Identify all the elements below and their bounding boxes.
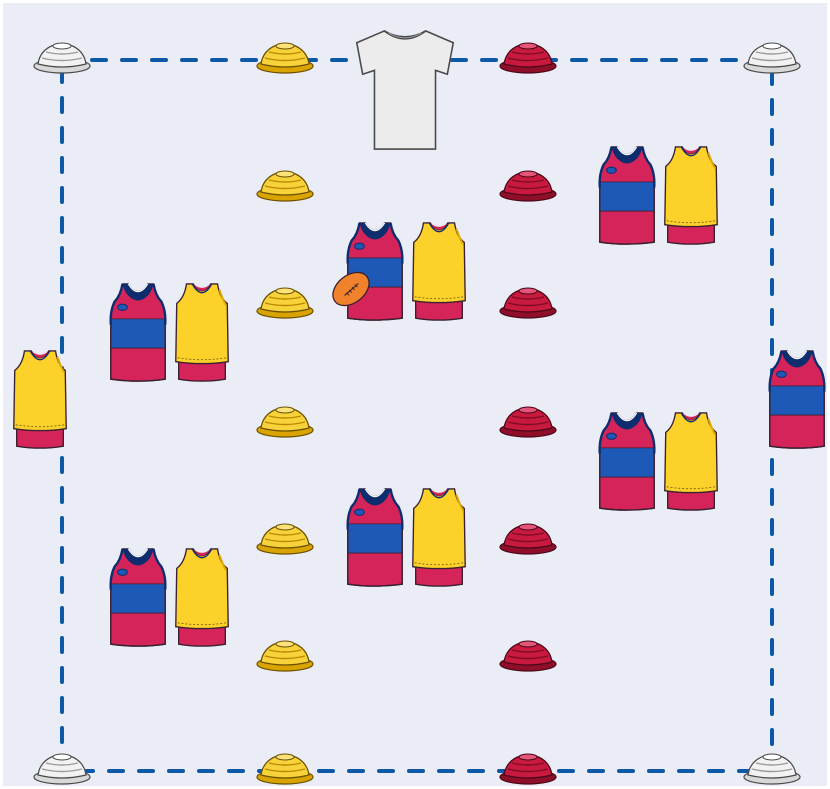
guernsey-icon xyxy=(348,223,403,320)
guernsey-icon xyxy=(111,284,166,381)
yellow-bib-icon xyxy=(413,223,465,320)
guernsey-icon xyxy=(600,147,655,244)
guernsey-icon xyxy=(600,413,655,510)
guernsey-icon xyxy=(111,549,166,646)
yellow-bib-icon xyxy=(665,413,717,510)
guernsey-icon xyxy=(770,351,825,448)
yellow-bib-icon xyxy=(14,351,66,448)
yellow-bib-icon xyxy=(665,147,717,244)
yellow-bib-icon xyxy=(176,549,228,646)
guernsey-icon xyxy=(348,489,403,586)
yellow-bib-icon xyxy=(176,284,228,381)
yellow-bib-icon xyxy=(413,489,465,586)
